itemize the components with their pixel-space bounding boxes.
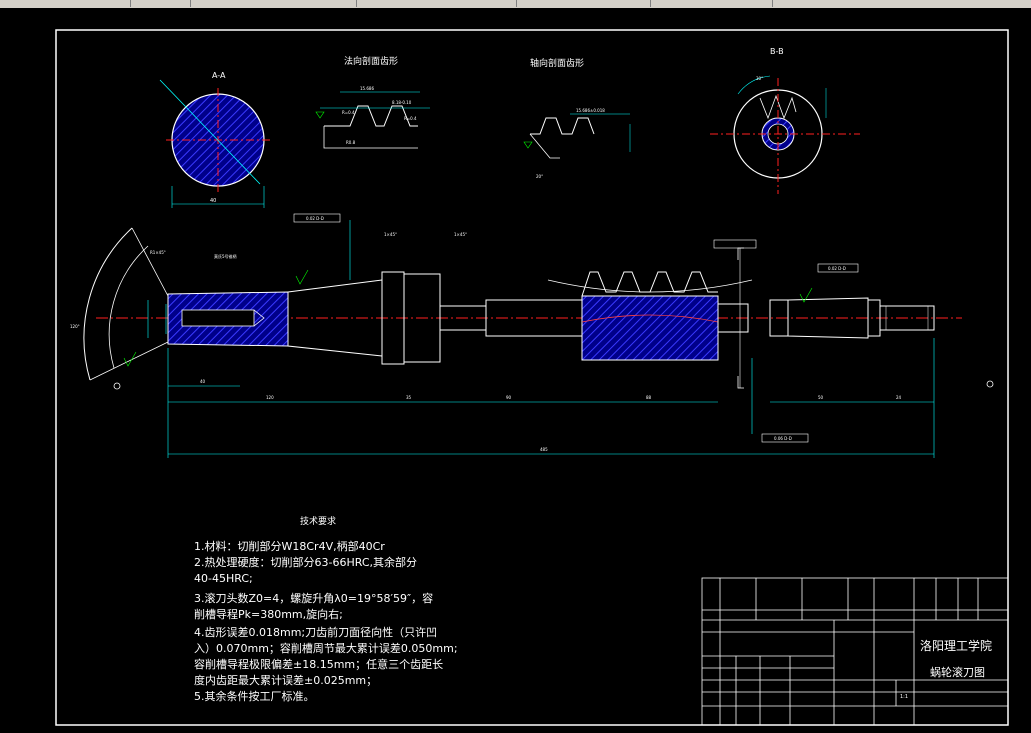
svg-text:120: 120 [266, 395, 274, 400]
hob-shank [167, 271, 583, 365]
svg-text:1×45°: 1×45° [454, 232, 467, 237]
toolbar-segment[interactable] [130, 0, 191, 7]
section-b-b-view: B-B 30° [710, 47, 860, 194]
window-toolbar [0, 0, 1031, 8]
section-a-a-view: A-A 40 [159, 71, 272, 208]
svg-text:R=0.4: R=0.4 [404, 116, 417, 121]
drawing-scale: 1:1 [900, 694, 908, 700]
main-dimensions [147, 220, 935, 458]
tech-line: 削槽导程Pk=380mm,旋向右; [194, 607, 343, 621]
tech-line: 4.齿形误差0.018mm;刀齿前刀面径向性（只许凹 [194, 625, 437, 639]
normal-profile-view: 法向剖面齿形 15.686 8.18-0.10 R=0.4 R=0.4 R0.8 [315, 55, 430, 149]
dimension-texts: 40 120 35 90 88 50 24 485 R1×45° 莫氏5号锥柄 … [150, 232, 902, 452]
toolbar-segment[interactable] [356, 0, 517, 7]
tech-line: 1.材料：切削部分W18Cr4V,柄部40Cr [194, 539, 385, 553]
tech-title: 技术要求 [300, 515, 336, 527]
svg-text:88: 88 [646, 395, 652, 400]
toolbar-segment[interactable] [0, 0, 131, 7]
axial-profile-title: 轴向剖面齿形 [530, 57, 584, 69]
svg-text:90: 90 [506, 395, 512, 400]
tech-line: 容削槽导程极限偏差±18.15mm；任意三个齿距长 [194, 657, 443, 671]
tech-line: 度内齿距最大累计误差±0.025mm； [194, 673, 377, 687]
svg-text:24: 24 [896, 395, 902, 400]
drawing-frame [55, 29, 1009, 726]
section-markers [737, 247, 744, 389]
svg-text:40: 40 [210, 198, 216, 204]
svg-text:20°: 20° [536, 174, 543, 179]
svg-text:R=0.4: R=0.4 [342, 110, 355, 115]
svg-text:35: 35 [406, 395, 412, 400]
svg-text:15.686: 15.686 [360, 86, 374, 91]
tech-line: 2.热处理硬度：切削部分63-66HRC,其余部分 [194, 555, 417, 569]
tech-line: 40-45HRC; [194, 572, 253, 585]
svg-text:莫氏5号锥柄: 莫氏5号锥柄 [214, 253, 237, 259]
technical-requirements: 技术要求 1.材料：切削部分W18Cr4V,柄部40Cr 2.热处理硬度：切削部… [194, 515, 458, 703]
school-name: 洛阳理工学院 [920, 638, 992, 653]
section-b-label: B-B [770, 47, 784, 56]
axial-profile-view: 轴向剖面齿形 15.686±0.018 20° [523, 57, 631, 179]
svg-text:R1×45°: R1×45° [150, 250, 166, 255]
normal-profile-title: 法向剖面齿形 [344, 55, 398, 67]
svg-text:0.02 D-D: 0.02 D-D [828, 266, 846, 271]
tech-line: 3.滚刀头数Z0=4，螺旋升角λ0=19°58′59″，容 [194, 591, 433, 605]
svg-text:1×45°: 1×45° [384, 232, 397, 237]
svg-text:120°: 120° [70, 324, 80, 329]
svg-text:40: 40 [200, 379, 206, 384]
tech-line: 5.其余条件按工厂标准。 [194, 689, 315, 703]
shank-end-view: 120° [70, 227, 169, 381]
cad-drawing-canvas[interactable]: A-A 40 法向剖面齿形 15.686 8.18-0.10 R=0.4 R=0… [0, 8, 1031, 733]
tolerance-frames [293, 213, 859, 443]
section-a-label: A-A [212, 71, 226, 80]
svg-text:15.686±0.018: 15.686±0.018 [576, 108, 605, 113]
drawing-name: 蜗轮滚刀图 [930, 665, 985, 679]
svg-text:8.18-0.10: 8.18-0.10 [392, 100, 412, 105]
toolbar-segment[interactable] [652, 0, 773, 7]
svg-text:50: 50 [818, 395, 824, 400]
surface-finish-marks [123, 269, 813, 367]
svg-text:0.02 D-D: 0.02 D-D [306, 216, 324, 221]
tolerance-texts: 0.02 D-D 0.02 D-D 0.06 D-D [306, 216, 846, 441]
hob-right-shank [769, 297, 935, 339]
toolbar-segment[interactable] [196, 0, 357, 7]
svg-text:485: 485 [540, 447, 548, 452]
svg-text:0.06 D-D: 0.06 D-D [774, 436, 792, 441]
tech-line: 入）0.070mm；容削槽周节最大累计误差0.050mm; [194, 641, 458, 655]
svg-text:30°: 30° [756, 76, 763, 81]
hob-cutter-body [547, 248, 753, 388]
svg-text:R0.8: R0.8 [346, 140, 356, 145]
toolbar-segment[interactable] [520, 0, 651, 7]
title-block [701, 577, 1009, 726]
